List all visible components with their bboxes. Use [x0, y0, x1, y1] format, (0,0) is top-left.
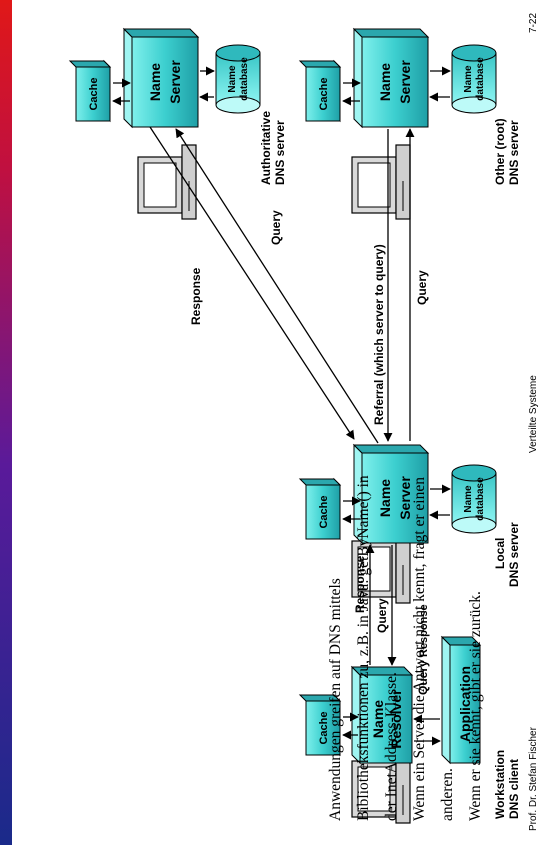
root-db-label-2: database: [475, 57, 486, 101]
auth-label-1: Authoritative: [259, 111, 273, 185]
root-database-icon: Name database: [451, 44, 497, 114]
local-to-auth-query-arrow: [175, 128, 379, 444]
resolver-response-label: Response: [353, 555, 367, 613]
root-ns-label-1: Name: [377, 63, 393, 101]
auth-to-local-response-arrow: [149, 126, 355, 440]
local-db-label-1: Name: [463, 485, 474, 513]
body-text: Anwendungen greifen auf DNS mittels Bibl…: [322, 301, 490, 821]
app-query-label: Query: [416, 660, 430, 695]
local-label-1: Local: [493, 538, 507, 569]
footer-author: Prof. Dr. Stefan Fischer: [528, 727, 539, 831]
local-database-icon: Name database: [451, 464, 497, 534]
root-label-2: DNS server: [507, 120, 521, 185]
auth-query-label: Query: [269, 210, 283, 245]
body-line-2: Bibliotheksfunktionen zu, z.B. in Java: …: [355, 475, 372, 821]
name-resolver-label-2: Resolver: [388, 689, 404, 749]
workstation-computer-icon: [351, 748, 411, 824]
authoritative-computer-icon: [137, 144, 197, 220]
root-computer-icon: [351, 144, 411, 220]
local-cache-box: Cache: [298, 477, 342, 541]
auth-ns-label-2: Server: [167, 60, 183, 104]
local-db-label-2: database: [475, 477, 486, 521]
footer-course: Verteilte Systeme: [528, 375, 539, 453]
local-ns-label-1: Name: [377, 479, 393, 517]
resolver-cache-box: Cache: [298, 693, 342, 757]
local-label-2: DNS server: [507, 522, 521, 587]
workstation-label-2: DNS client: [507, 759, 521, 819]
auth-ns-label-1: Name: [147, 63, 163, 101]
referral-label: Referral (which server to query): [372, 244, 386, 425]
app-response-label: Response: [418, 604, 430, 657]
body-line-5: anderen.: [439, 768, 456, 821]
local-ns-label-2: Server: [397, 476, 413, 520]
auth-label-2: DNS server: [273, 120, 287, 185]
body-line-3: der InetAddress-Klasse.: [383, 672, 400, 821]
auth-cache-box: Cache: [68, 59, 112, 123]
auth-database-icon: Name database: [215, 44, 261, 114]
application-box: Application: [440, 635, 482, 765]
root-cache-box: Cache: [298, 59, 342, 123]
root-ns-label-2: Server: [397, 60, 413, 104]
local-computer-icon: [351, 528, 411, 604]
body-line-1: Anwendungen greifen auf DNS mittels: [327, 578, 344, 821]
root-db-label-1: Name: [463, 65, 474, 93]
footer-page: 7-22: [528, 12, 539, 33]
local-cache-label: Cache: [318, 495, 330, 528]
auth-response-label: Response: [189, 267, 203, 325]
application-label: Application: [457, 666, 473, 742]
body-line-6: Wenn er sie kennt, gibt er sie zurück.: [467, 591, 484, 821]
root-query-label: Query: [415, 270, 429, 305]
auth-cache-label: Cache: [88, 77, 100, 110]
body-line-4: Wenn ein Server die Antwort nicht kennt,…: [411, 477, 428, 821]
auth-db-label-2: database: [239, 57, 250, 101]
root-cache-label: Cache: [318, 77, 330, 110]
local-name-server-box: Name Server: [352, 443, 430, 545]
workstation-label-1: Workstation: [493, 750, 507, 819]
resolver-query-label: Query: [375, 598, 389, 633]
auth-name-server-box: Name Server: [122, 27, 200, 129]
root-label-1: Other (root): [493, 118, 507, 185]
resolver-cache-label: Cache: [318, 711, 330, 744]
auth-db-label-1: Name: [227, 65, 238, 93]
name-resolver-label-1: Name: [370, 700, 386, 738]
root-name-server-box: Name Server: [352, 27, 430, 129]
